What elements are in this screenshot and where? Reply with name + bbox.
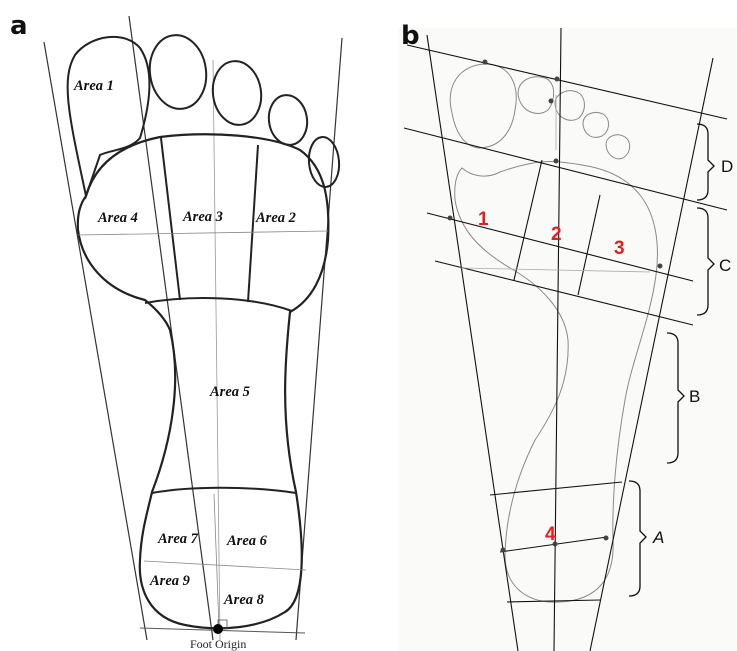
panel-a-toes [68,31,342,196]
big-toe-outline [68,37,150,196]
area-2-label: Area 2 [255,210,296,226]
area-5-label: Area 5 [209,384,250,400]
toe-4 [266,93,311,148]
area-6-label: Area 6 [226,533,268,549]
region-1-number: 1 [478,209,489,230]
panel-a-letter: a [10,11,28,41]
toe-3 [209,58,265,128]
bracket-b-label: B [689,387,700,406]
area-9-label: Area 9 [149,573,190,589]
panel-b: b [398,21,737,651]
area-1-label: Area 1 [73,78,114,94]
panel-b-letter: b [401,21,420,51]
panel-a: a Area [10,11,342,651]
toe-2 [145,31,211,112]
region-2-number: 2 [551,224,562,245]
area-8-label: Area 8 [223,592,265,608]
bracket-c-label: C [719,256,731,275]
bracket-d-label: D [721,157,733,176]
foot-origin-label: Foot Origin [190,637,246,651]
region-3-number: 3 [614,238,625,259]
area-4-label: Area 4 [97,210,138,226]
region-4-number: 4 [545,524,556,545]
foot-origin-dot [213,624,223,634]
area-3-label: Area 3 [182,209,223,225]
area-7-label: Area 7 [157,531,199,547]
bracket-a-label: A [652,528,664,547]
